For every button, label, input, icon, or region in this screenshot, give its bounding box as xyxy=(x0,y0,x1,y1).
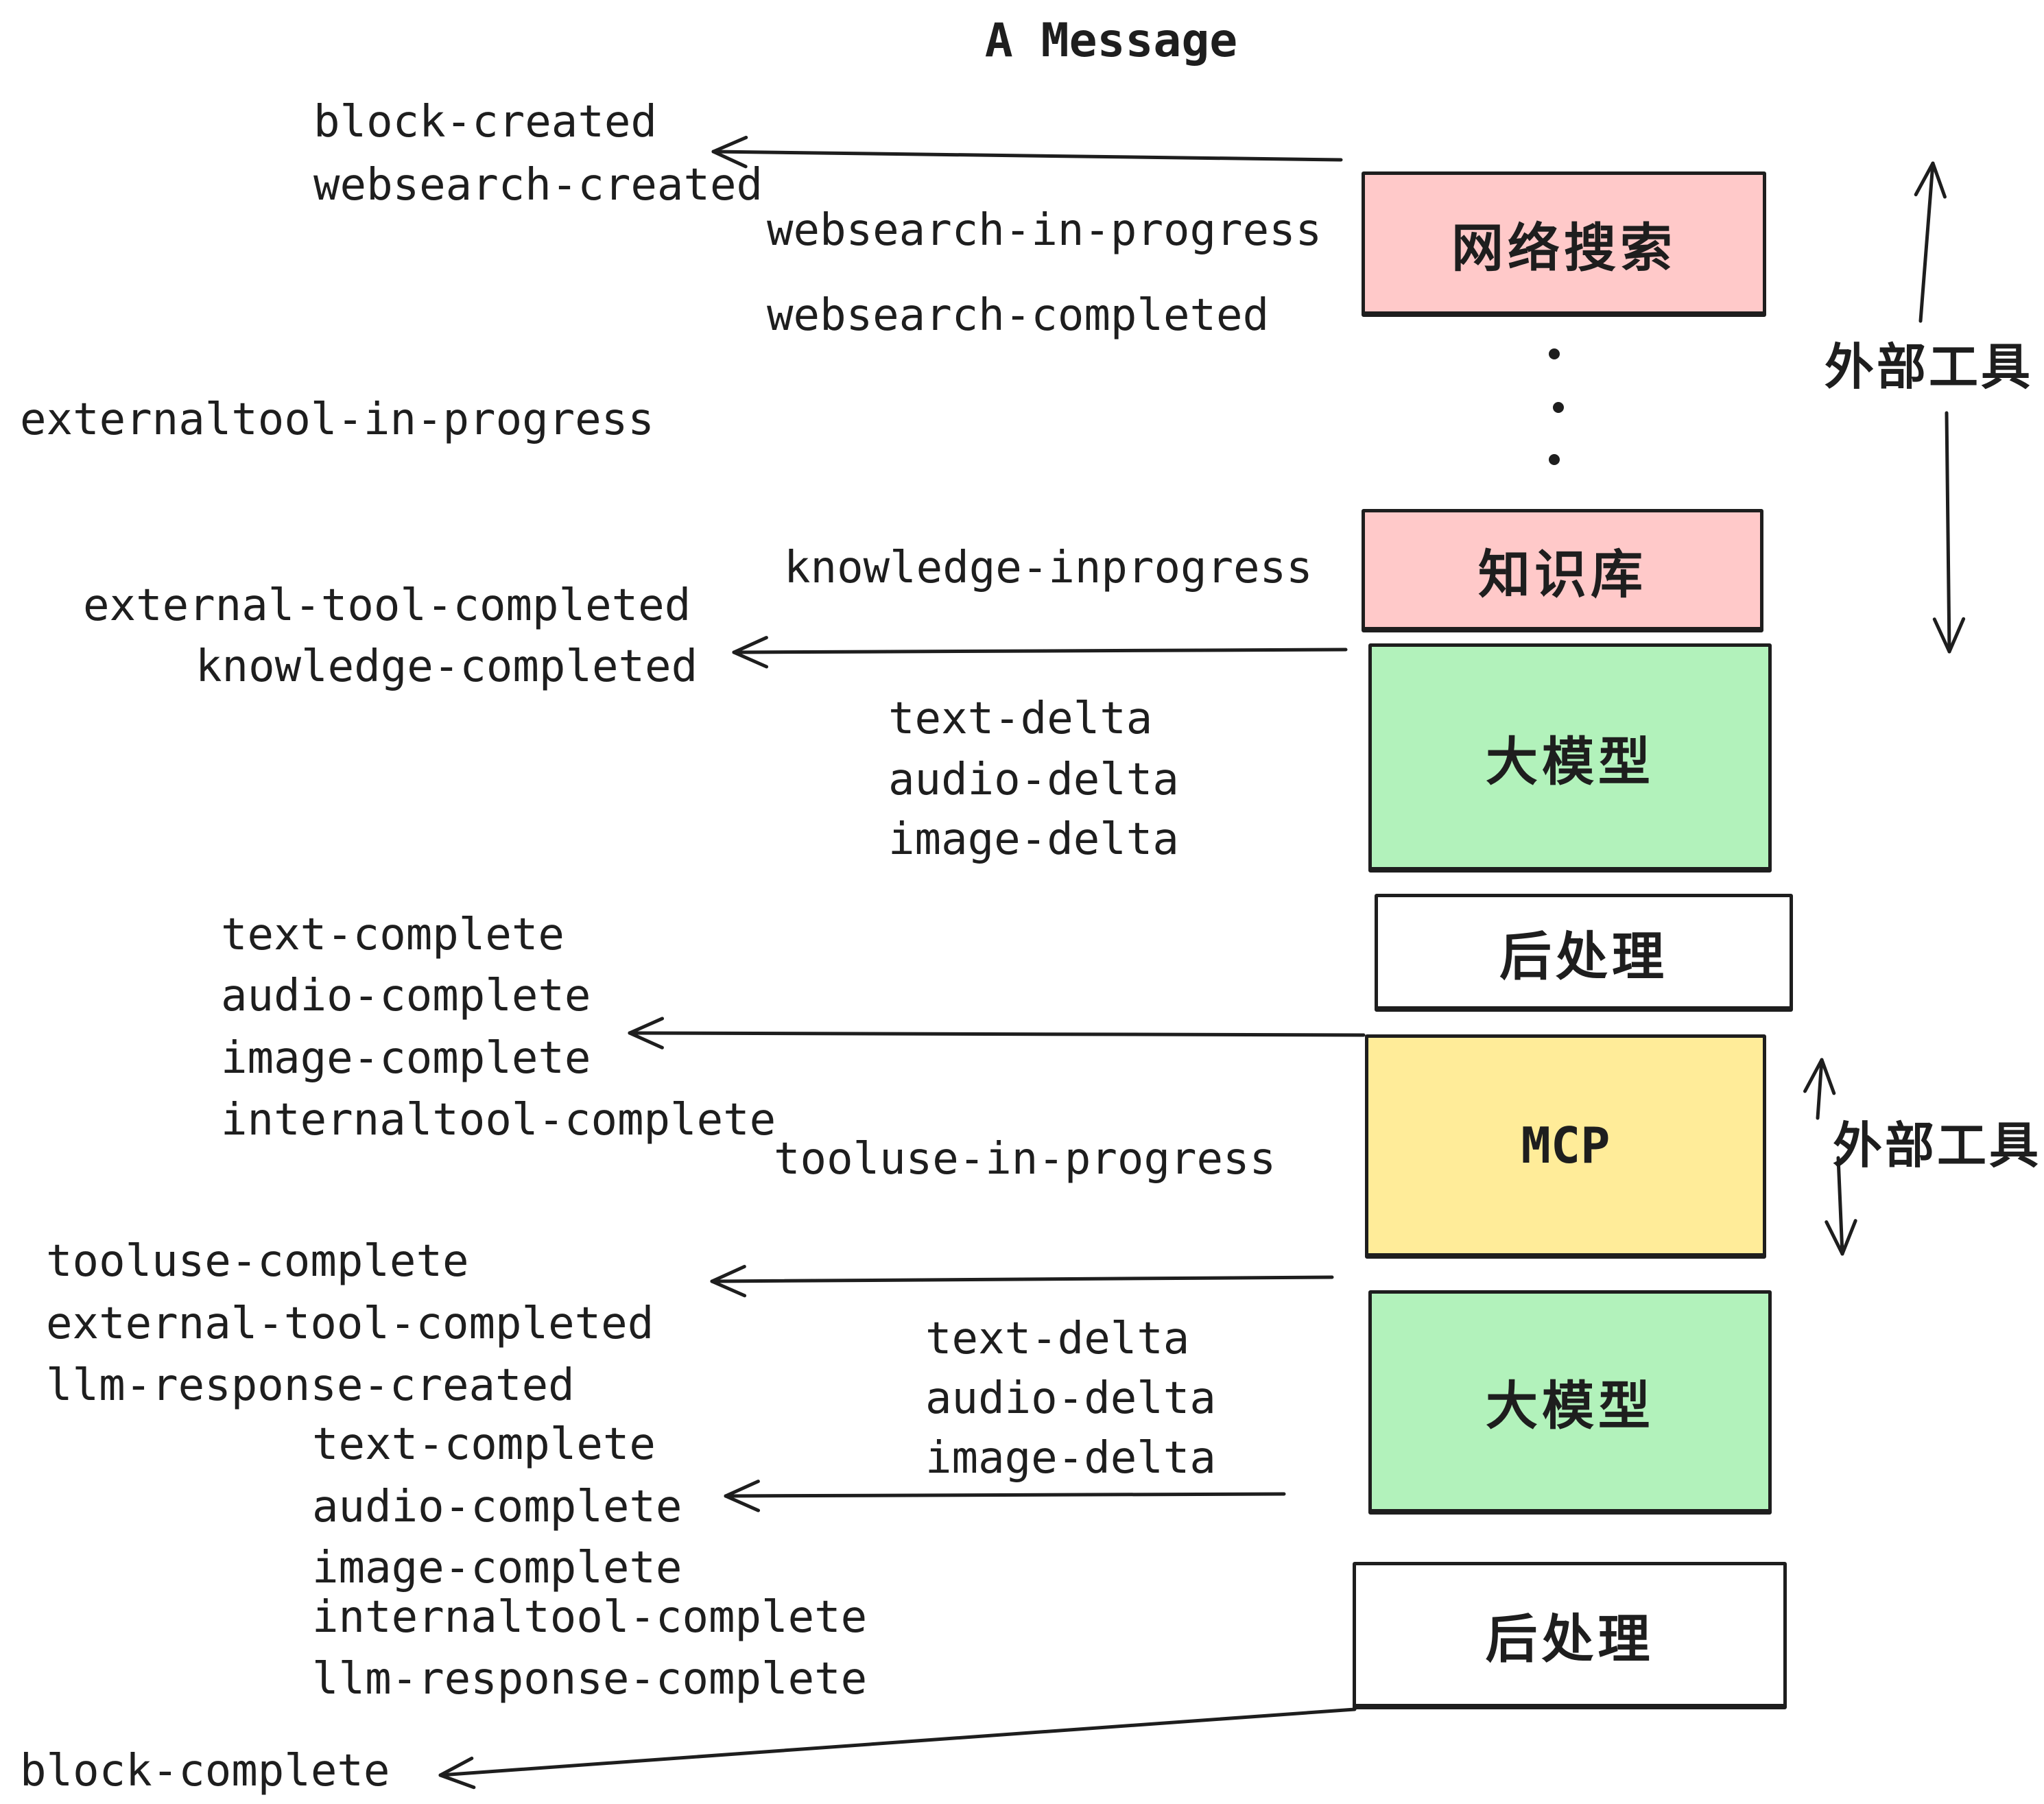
external-tools-label: 外部工具 xyxy=(1833,1118,2042,1174)
node-llm-2: 大模型 xyxy=(1368,1290,1772,1515)
event-label: llm-response-complete xyxy=(312,1654,868,1705)
event-label: block-complete xyxy=(20,1746,390,1796)
event-label: audio-complete xyxy=(221,971,591,1021)
node-llm-1: 大模型 xyxy=(1368,643,1772,873)
node-mcp: MCP xyxy=(1365,1034,1766,1259)
event-label: knowledge-inprogress xyxy=(784,543,1313,593)
arrow-external-tools-up-1 xyxy=(1914,161,1947,323)
event-label: text-delta xyxy=(925,1314,1190,1364)
event-label: websearch-completed xyxy=(767,290,1270,341)
event-label: tooluse-in-progress xyxy=(774,1134,1276,1185)
arrow-knowledge-completed xyxy=(732,636,1348,669)
event-label: knowledge-completed xyxy=(195,641,698,692)
event-label: audio-delta xyxy=(925,1373,1216,1424)
node-knowledge: 知识库 xyxy=(1362,509,1763,632)
event-label: audio-delta xyxy=(888,755,1179,805)
arrow-image-complete xyxy=(628,1017,1366,1049)
arrow-audio-complete xyxy=(724,1480,1286,1512)
arrow-block-complete xyxy=(438,1707,1357,1790)
event-label: tooluse-complete xyxy=(46,1236,469,1287)
arrow-external-tools-up-2 xyxy=(1803,1058,1836,1120)
ellipsis-dot xyxy=(1553,402,1564,413)
arrow-external-tool-completed xyxy=(710,1264,1334,1298)
node-label-knowledge: 知识库 xyxy=(1478,545,1647,604)
event-label: internaltool-complete xyxy=(312,1592,868,1643)
node-postprocess-2: 后处理 xyxy=(1353,1562,1787,1709)
event-label: external-tool-completed xyxy=(46,1298,654,1349)
event-label: text-complete xyxy=(312,1419,656,1470)
event-label: image-complete xyxy=(221,1033,591,1084)
node-label-mcp: MCP xyxy=(1521,1117,1611,1174)
external-tools-label: 外部工具 xyxy=(1825,340,2034,395)
event-label: external-tool-completed xyxy=(83,580,691,631)
page-title: A Message xyxy=(984,14,1238,68)
ellipsis-dot xyxy=(1549,348,1560,359)
node-label-websearch: 网络搜索 xyxy=(1451,219,1676,278)
node-label-postprocess-1: 后处理 xyxy=(1499,927,1668,986)
arrow-websearch-created xyxy=(711,135,1343,169)
node-label-llm-2: 大模型 xyxy=(1486,1377,1654,1436)
event-label: llm-response-created xyxy=(46,1360,575,1411)
event-label: image-delta xyxy=(925,1433,1216,1484)
arrow-external-tools-down-2 xyxy=(1825,1156,1857,1256)
ellipsis-dot xyxy=(1549,454,1560,465)
node-label-postprocess-2: 后处理 xyxy=(1485,1611,1654,1669)
arrow-external-tools-down-1 xyxy=(1932,411,1966,654)
event-label: image-complete xyxy=(312,1543,682,1593)
node-websearch: 网络搜索 xyxy=(1362,171,1766,317)
event-label: audio-complete xyxy=(312,1482,682,1532)
event-label: internaltool-complete xyxy=(221,1095,776,1146)
event-label: websearch-in-progress xyxy=(767,205,1322,256)
event-label: externaltool-in-progress xyxy=(20,394,654,445)
event-label: block-created xyxy=(313,97,657,147)
node-postprocess-1: 后处理 xyxy=(1375,894,1793,1012)
event-label: text-complete xyxy=(221,910,565,960)
event-label: text-delta xyxy=(888,693,1153,744)
event-label: image-delta xyxy=(888,814,1179,865)
event-label: websearch-created xyxy=(313,160,763,211)
node-label-llm-1: 大模型 xyxy=(1486,733,1654,792)
